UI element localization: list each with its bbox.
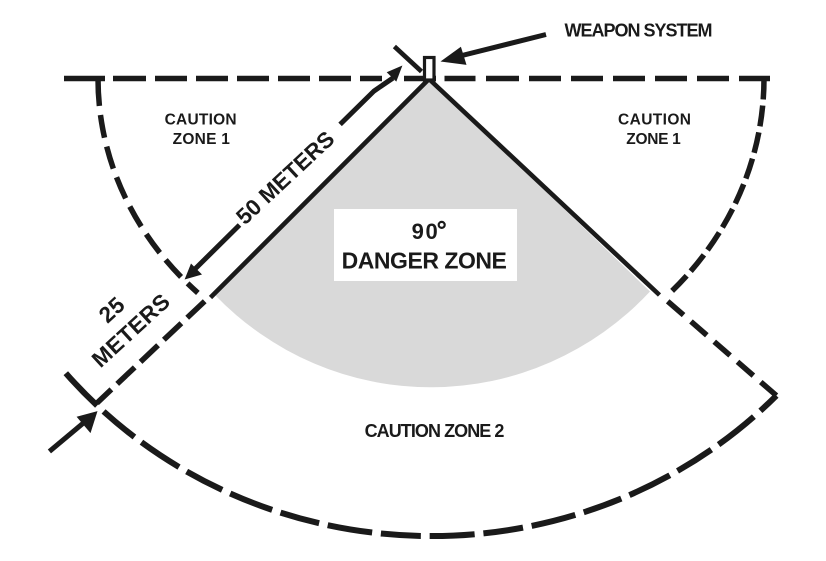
svg-text:ZONE 1: ZONE 1 bbox=[626, 131, 681, 148]
svg-text:CAUTION ZONE 2: CAUTION ZONE 2 bbox=[365, 421, 505, 441]
svg-text:DANGER ZONE: DANGER ZONE bbox=[342, 248, 507, 274]
svg-text:CAUTION: CAUTION bbox=[618, 111, 691, 128]
svg-text:CAUTION: CAUTION bbox=[165, 111, 237, 128]
svg-text:90: 90 bbox=[412, 219, 438, 244]
svg-text:WEAPON SYSTEM: WEAPON SYSTEM bbox=[565, 20, 713, 40]
svg-text:ZONE 1: ZONE 1 bbox=[173, 131, 231, 148]
